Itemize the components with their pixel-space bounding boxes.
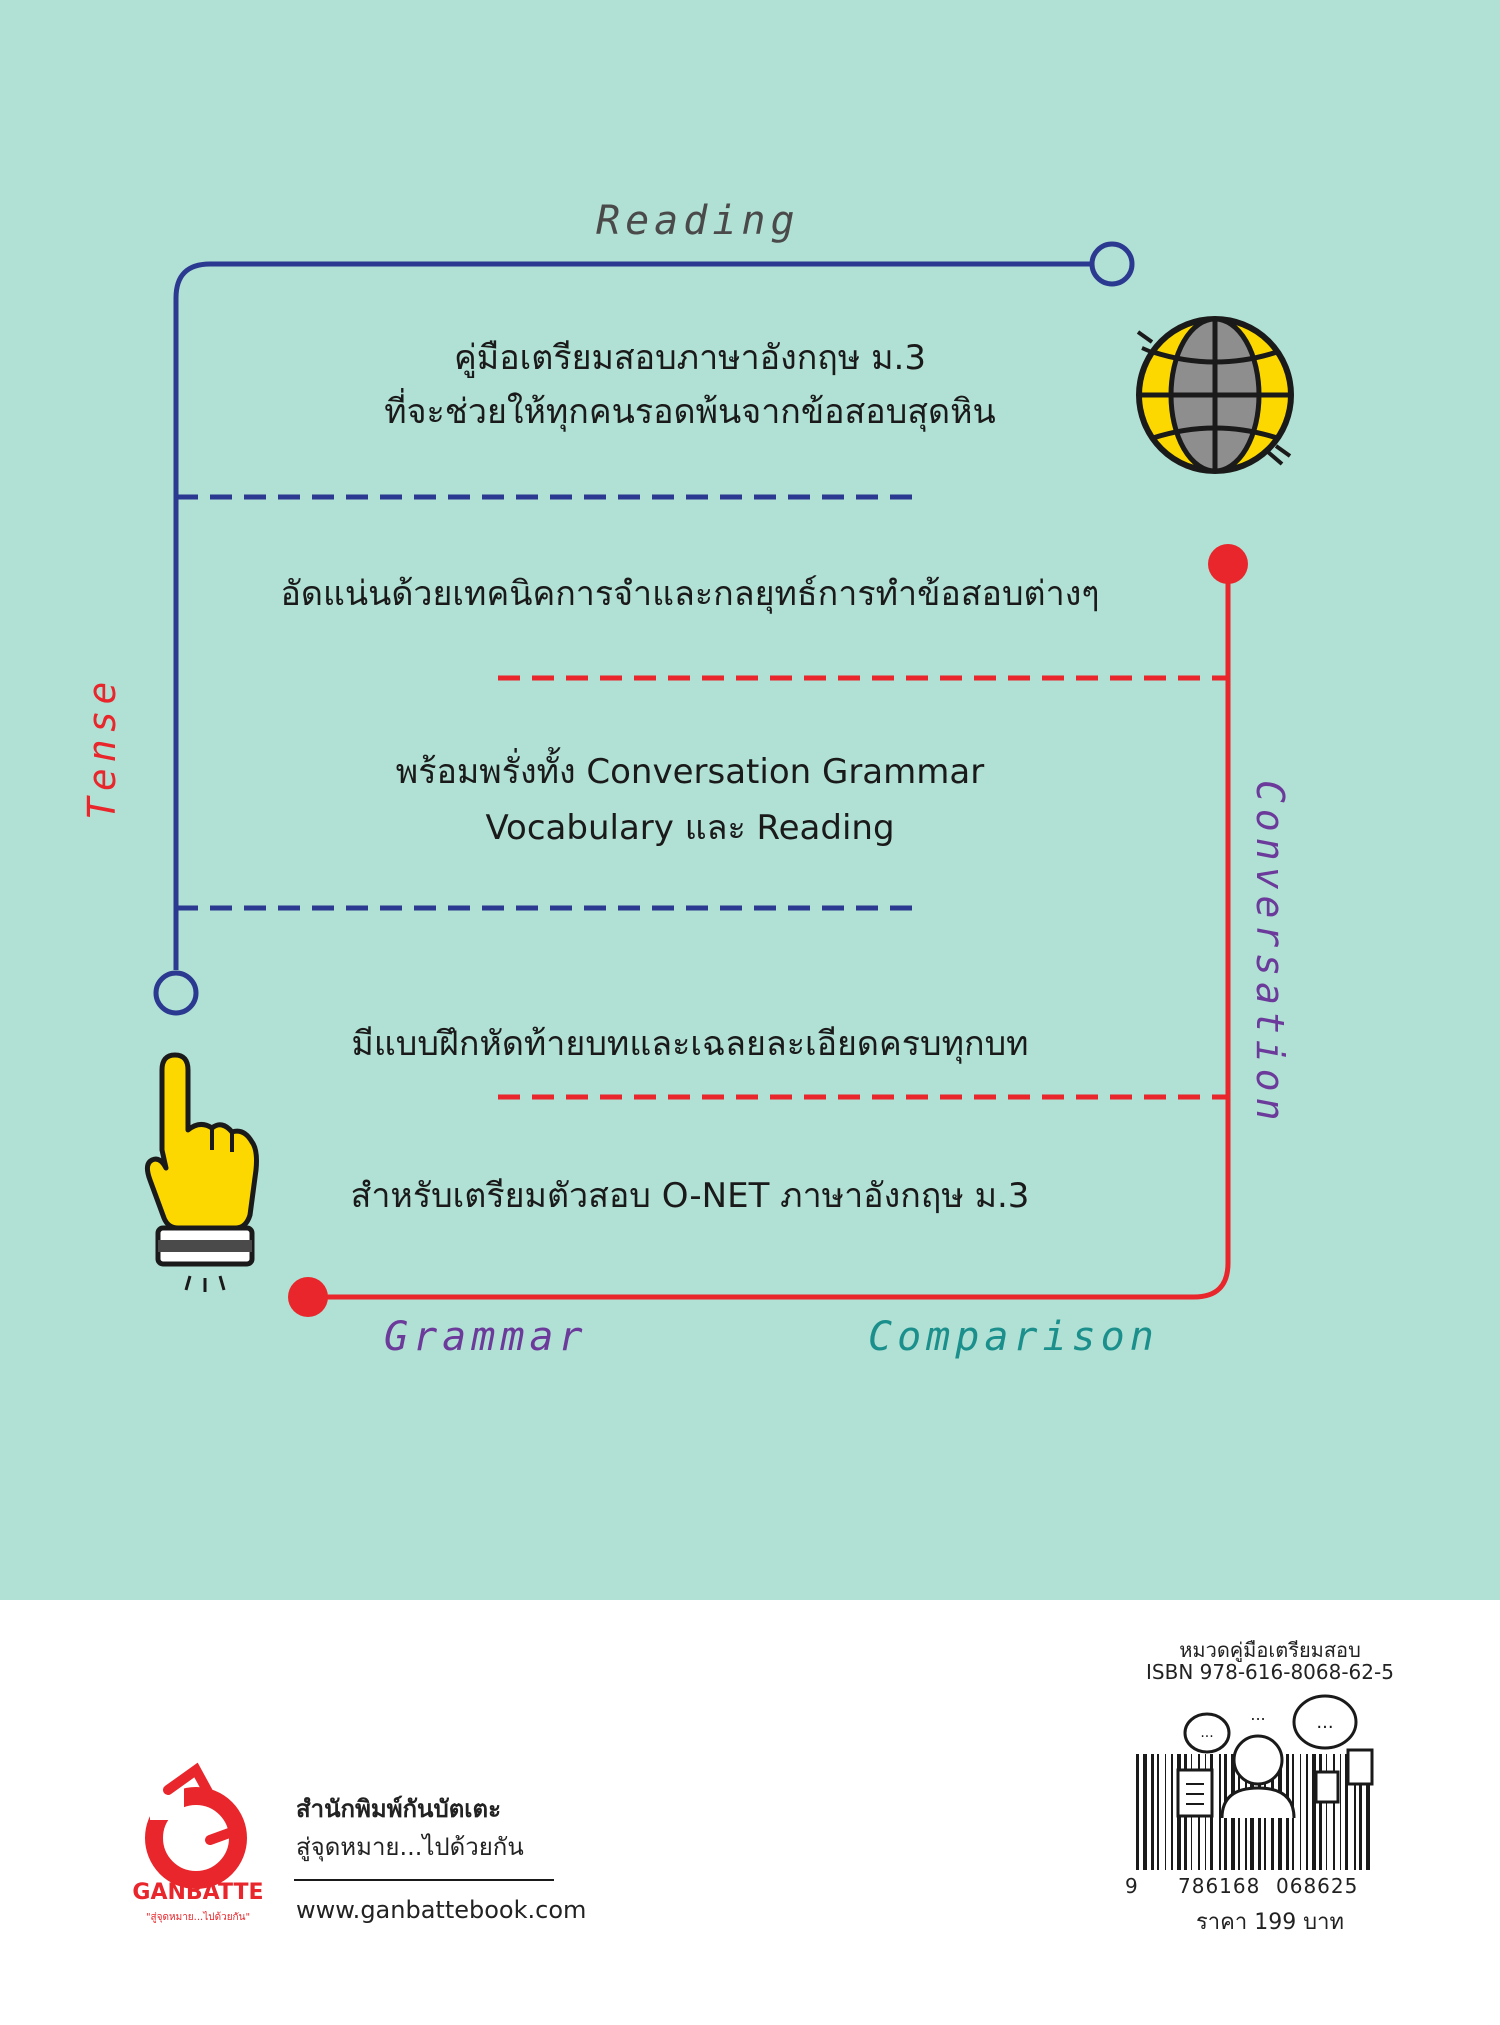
red-node-top	[1208, 544, 1248, 584]
blurb-line-5: สำหรับเตรียมตัวสอบ O-NET ภาษาอังกฤษ ม.3	[350, 1176, 1030, 1216]
publisher-slogan: สู่จุดหมาย...ไปด้วยกัน	[296, 1833, 524, 1861]
price: ราคา 199 บาท	[1195, 1910, 1345, 1935]
label-grammar: Grammar	[384, 1314, 588, 1360]
label-conversation: Conversation	[1248, 780, 1292, 1127]
isbn: ISBN 978-616-8068-62-5	[1146, 1660, 1394, 1684]
barcode-bar	[1171, 1754, 1173, 1870]
people-chat-icon: ... ... ...	[1176, 1694, 1374, 1819]
barcode-bar	[1319, 1754, 1322, 1870]
logo-text: GANBATTE	[132, 1880, 264, 1905]
navy-node-top	[1089, 241, 1135, 287]
barcode-bar	[1359, 1754, 1362, 1870]
barcode-bar	[1354, 1754, 1356, 1870]
label-comparison: Comparison	[868, 1314, 1159, 1360]
barcode-bar	[1151, 1754, 1154, 1870]
barcode-bar	[1340, 1754, 1341, 1870]
barcode-bar	[1326, 1754, 1327, 1870]
svg-text:...: ...	[1200, 1725, 1213, 1741]
barcode-right-digits: 068625	[1276, 1874, 1359, 1898]
blurb-line-3b: Vocabulary และ Reading	[485, 808, 895, 848]
barcode-bar	[1333, 1754, 1335, 1870]
book-category: หมวดคู่มือเตรียมสอบ	[1179, 1638, 1361, 1662]
label-reading: Reading	[596, 198, 800, 244]
barcode-bar	[1312, 1754, 1316, 1870]
label-tense: Tense	[80, 675, 124, 820]
barcode-bar	[1219, 1754, 1221, 1870]
barcode-bar	[1136, 1754, 1139, 1870]
logo-tagline: "สู่จุดหมาย...ไปด้วยกัน"	[145, 1912, 251, 1923]
red-node-bottom	[288, 1277, 328, 1317]
barcode-bar	[1345, 1754, 1348, 1870]
cover-top-panel	[0, 0, 1500, 1600]
barcode-bar	[1366, 1754, 1370, 1870]
publisher-website[interactable]: www.ganbattebook.com	[296, 1896, 587, 1924]
barcode-bar	[1306, 1754, 1308, 1870]
barcode-left-digits: 786168	[1178, 1874, 1261, 1898]
barcode-bar	[1157, 1754, 1159, 1870]
blurb-line-1a: คู่มือเตรียมสอบภาษาอังกฤษ ม.3	[454, 338, 926, 378]
ganbatte-logo-icon	[145, 1762, 554, 1889]
blurb-line-4: มีแบบฝึกหัดท้ายบทและเฉลยละเอียดครบทุกบท	[351, 1024, 1029, 1064]
barcode-bar	[1143, 1754, 1147, 1870]
blurb-line-1b: ที่จะช่วยให้ทุกคนรอดพ้นจากข้อสอบสุดหิน	[384, 392, 996, 432]
navy-track	[173, 261, 1112, 970]
navy-node-bottom	[153, 970, 199, 1016]
svg-text:...: ...	[1250, 1705, 1265, 1724]
pointing-hand-icon	[144, 1052, 259, 1292]
globe-icon	[1136, 316, 1294, 474]
blurb-line-3a: พร้อมพรั่งทั้ง Conversation Grammar	[395, 752, 985, 792]
blurb-line-2: อัดแน่นด้วยเทคนิคการจำและกลยุทธ์การทำข้อ…	[280, 574, 1100, 614]
publisher-name: สำนักพิมพ์กันบัตเตะ	[296, 1795, 501, 1823]
barcode-bar	[1165, 1754, 1166, 1870]
barcode-lead-digit: 9	[1125, 1874, 1138, 1898]
red-track	[308, 564, 1231, 1300]
svg-text:...: ...	[1316, 1712, 1333, 1733]
barcode-bar	[1300, 1754, 1301, 1870]
